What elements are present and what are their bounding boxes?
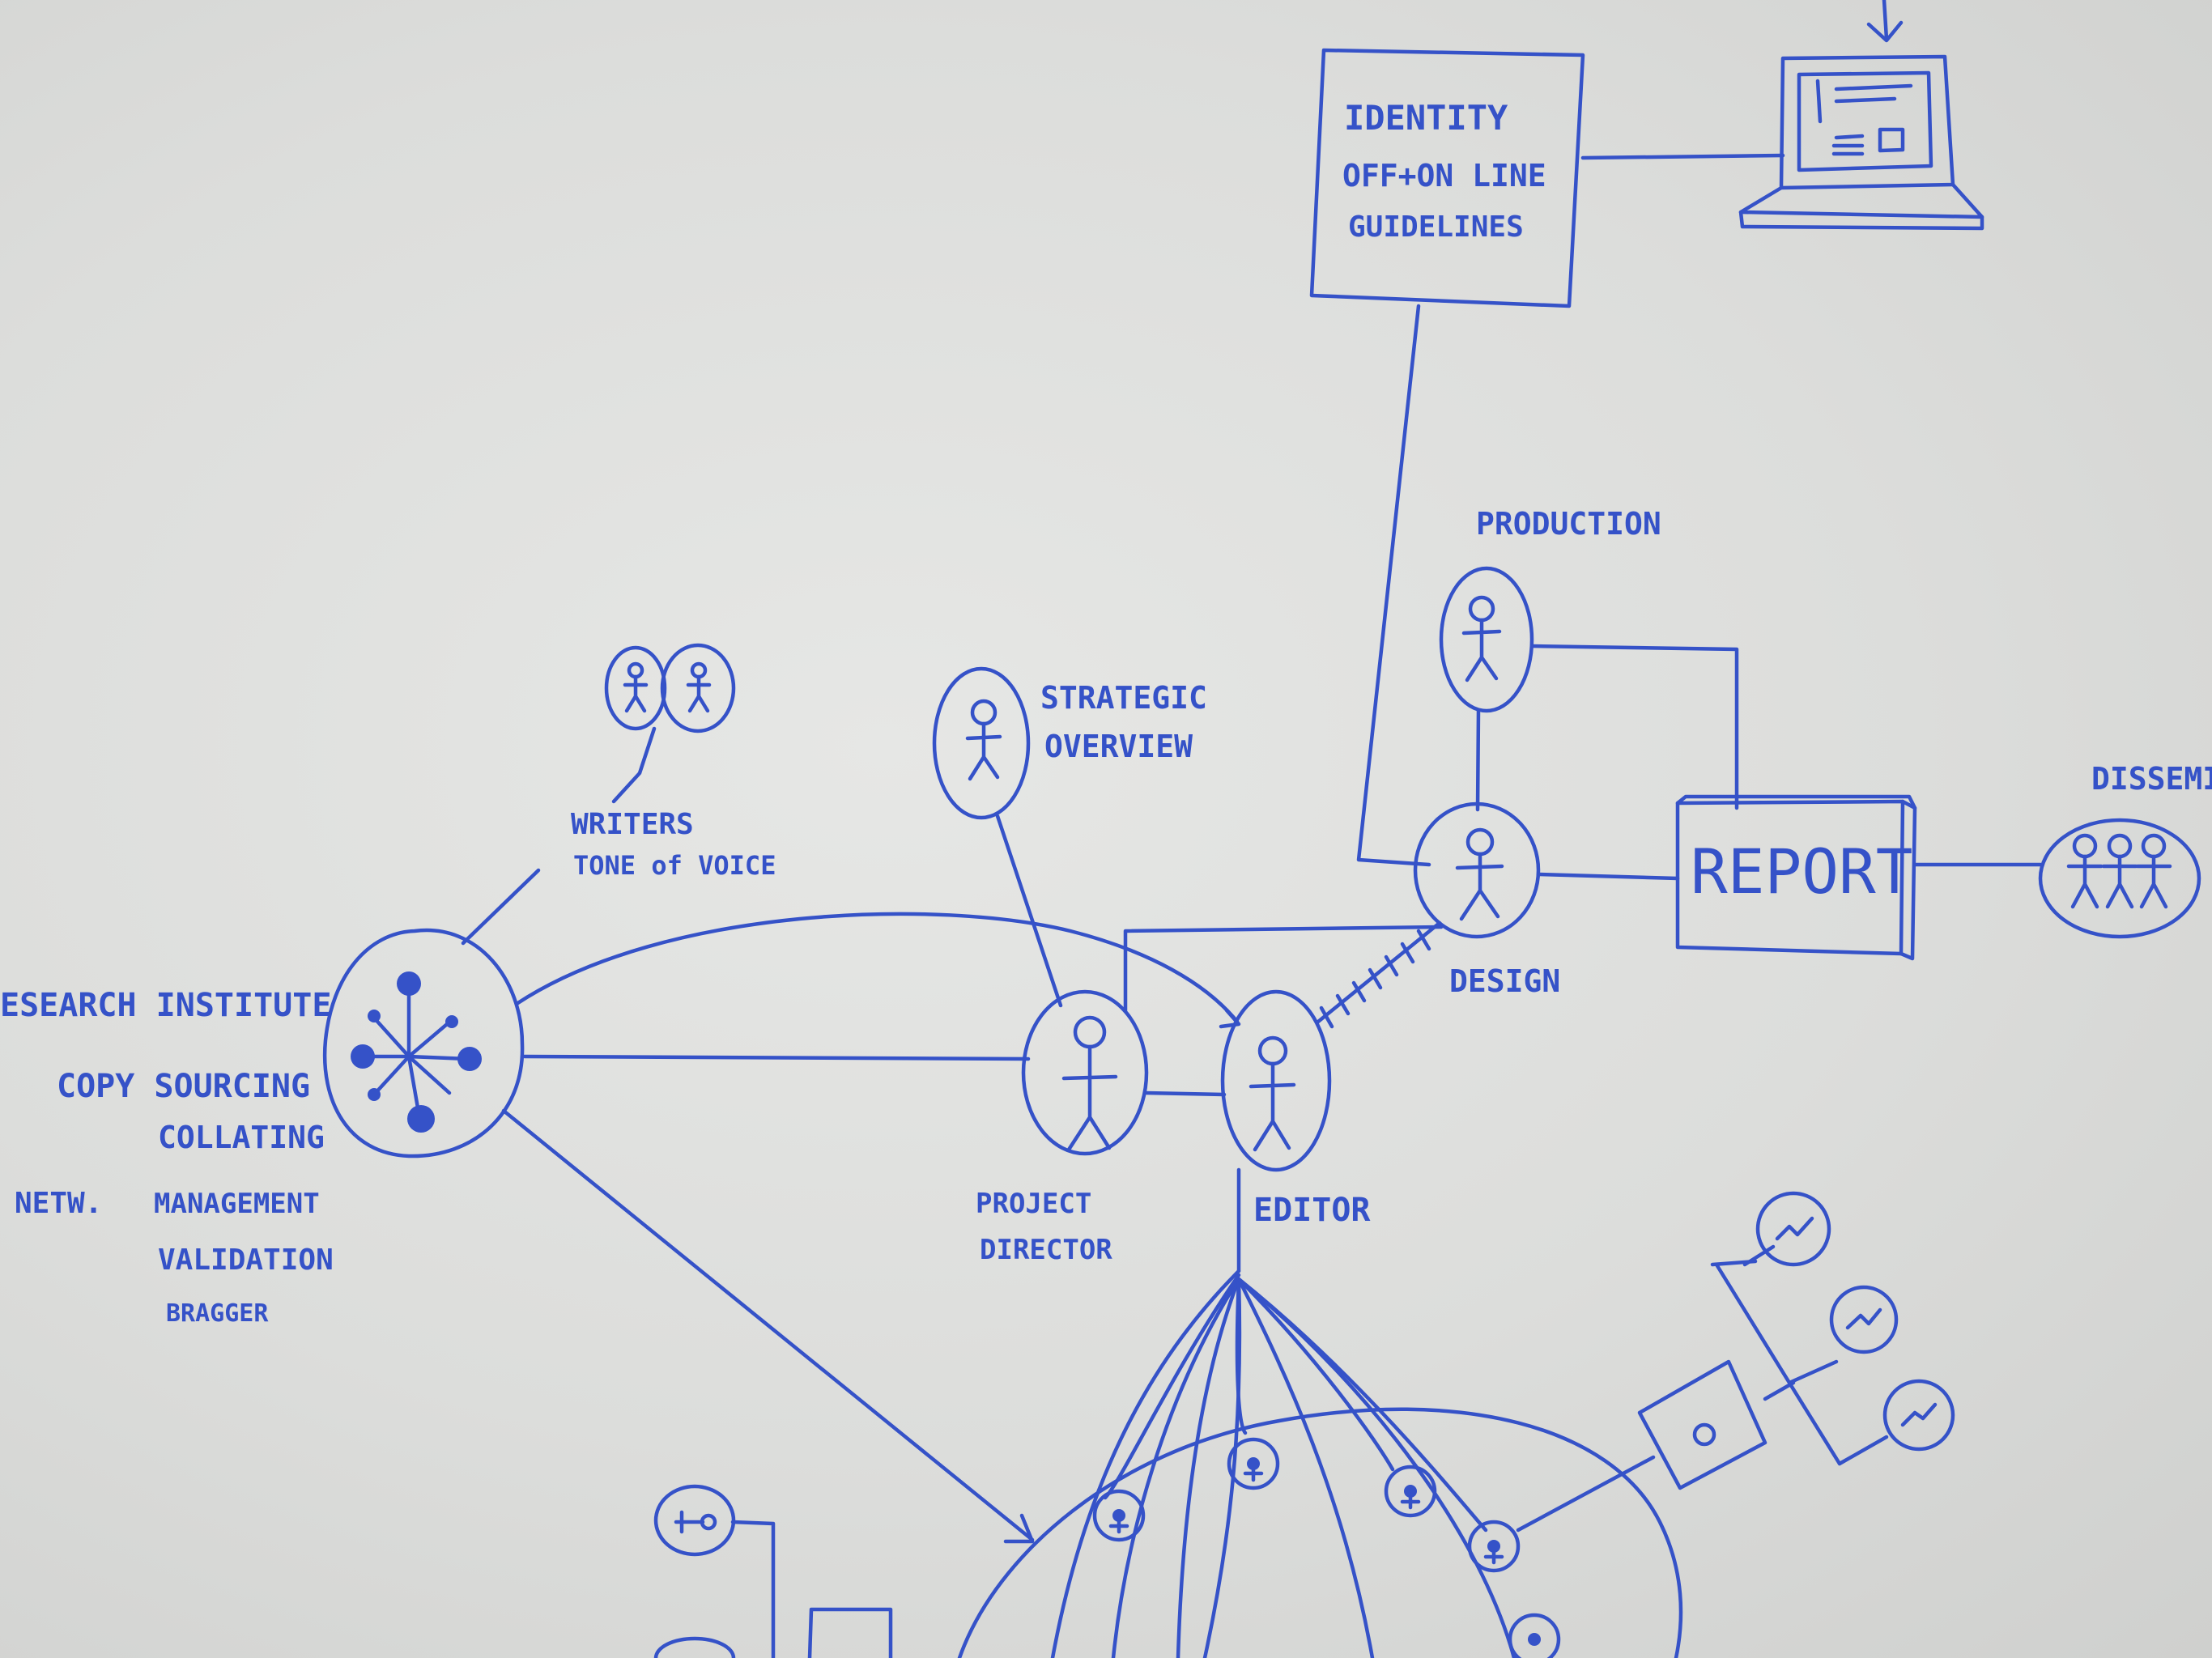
identity-label-line1: IDENTITY xyxy=(1344,98,1508,138)
arrowhead-editor xyxy=(1219,1008,1241,1029)
research-institute-label: ESEARCH INSTITUTE xyxy=(0,987,331,1024)
connector-writers-label xyxy=(611,726,657,804)
team-member-nodes xyxy=(1092,1437,1561,1658)
research-circle xyxy=(322,928,525,1158)
connector-design-report xyxy=(1536,872,1680,881)
connector-research-project xyxy=(522,1054,1031,1061)
identity-guidelines-box: IDENTITY OFF+ON LINE GUIDELINES xyxy=(1309,48,1585,308)
editor-label: EDITOR xyxy=(1253,1192,1371,1229)
remote-node-1 xyxy=(1755,1191,1831,1267)
remote-node-2 xyxy=(1829,1285,1899,1354)
production-circle xyxy=(1439,566,1534,713)
identity-label-line2: OFF+ON LINE xyxy=(1342,158,1546,193)
group-people-icon xyxy=(2066,833,2172,909)
project-director-node: PROJECT DIRECTOR xyxy=(976,989,1149,1266)
editor-circle xyxy=(1220,989,1332,1172)
team-member-icon xyxy=(1227,1437,1280,1490)
writers-node: WRITERS TONE of VOICE xyxy=(571,643,776,881)
writer-circle-2 xyxy=(660,643,736,733)
connector-project-design xyxy=(1123,925,1444,1013)
editor-node: EDITOR xyxy=(1220,989,1371,1229)
writer-person-icon-1 xyxy=(623,661,649,713)
connector-identity-laptop xyxy=(1580,153,1785,160)
production-node: PRODUCTION xyxy=(1439,506,1661,713)
identity-label-line3: GUIDELINES xyxy=(1348,210,1524,244)
design-node: DESIGN xyxy=(1413,801,1560,999)
report-box: REPORT xyxy=(1675,794,1917,961)
strategic-person-icon xyxy=(965,699,1002,781)
connector-writers-research xyxy=(461,868,541,946)
connector-editor-design-hatched xyxy=(1316,920,1442,1029)
arrowhead-team xyxy=(1003,1513,1035,1544)
project-director-person-icon xyxy=(1061,1015,1118,1152)
project-label-line1: PROJECT xyxy=(976,1188,1091,1220)
strategic-label-line1: STRATEGIC xyxy=(1040,680,1207,716)
production-label: PRODUCTION xyxy=(1476,506,1661,542)
validation-label: VALIDATION xyxy=(158,1244,334,1277)
connector-identity-design xyxy=(1356,304,1431,867)
writer-person-icon-2 xyxy=(686,661,712,713)
project-label-line2: DIRECTOR xyxy=(980,1234,1112,1266)
strategic-overview-node: STRATEGIC OVERVIEW xyxy=(932,666,1207,820)
collating-label: COLLATING xyxy=(158,1120,325,1155)
remote-node-3 xyxy=(1882,1379,1955,1452)
sub-network xyxy=(1516,1191,1955,1533)
connector-research-editor-arc xyxy=(514,912,1240,1024)
bottom-left-nodes xyxy=(653,1484,893,1658)
team-member-icon xyxy=(1384,1465,1437,1518)
writers-label-line2: TONE of VOICE xyxy=(573,850,776,881)
research-labels: ESEARCH INSTITUTE COPY SOURCING COLLATIN… xyxy=(0,987,334,1328)
connector-research-team xyxy=(501,1108,1035,1542)
research-institute-node xyxy=(322,928,525,1158)
writers-label-line1: WRITERS xyxy=(571,808,694,841)
dissemination-node: DISSEMI xyxy=(2038,761,2212,939)
connector-strategic-project xyxy=(995,814,1063,1008)
connector-team-device xyxy=(1516,1455,1656,1533)
connector-production-report xyxy=(1529,644,1739,810)
dissemination-label: DISSEMI xyxy=(2091,761,2212,797)
production-person-icon xyxy=(1461,595,1502,682)
team-member-icon xyxy=(1467,1520,1521,1573)
netw-label: NETW. xyxy=(15,1187,102,1220)
dissemination-circle xyxy=(2038,818,2201,939)
editor-person-icon xyxy=(1249,1035,1296,1152)
management-label: MANAGEMENT xyxy=(154,1188,320,1220)
strategic-circle xyxy=(932,666,1031,820)
laptop-icon xyxy=(1738,0,1984,231)
design-person-icon xyxy=(1455,827,1504,921)
design-label: DESIGN xyxy=(1449,963,1560,999)
small-node-2 xyxy=(653,1636,736,1658)
report-label: REPORT xyxy=(1691,835,1913,908)
copy-sourcing-label: COPY SOURCING xyxy=(57,1068,310,1105)
team-member-icon xyxy=(1508,1613,1561,1658)
connector-project-editor xyxy=(1144,1090,1227,1097)
small-box xyxy=(807,1607,893,1658)
team-member-icon xyxy=(1092,1489,1146,1542)
project-director-circle xyxy=(1021,989,1149,1156)
network-hub-icon xyxy=(351,971,482,1133)
design-circle xyxy=(1413,801,1541,939)
device-box-icon xyxy=(1637,1359,1767,1490)
bragger-label: BRAGGER xyxy=(166,1299,269,1328)
strategic-label-line2: OVERVIEW xyxy=(1044,729,1193,764)
writer-circle-1 xyxy=(604,645,667,731)
